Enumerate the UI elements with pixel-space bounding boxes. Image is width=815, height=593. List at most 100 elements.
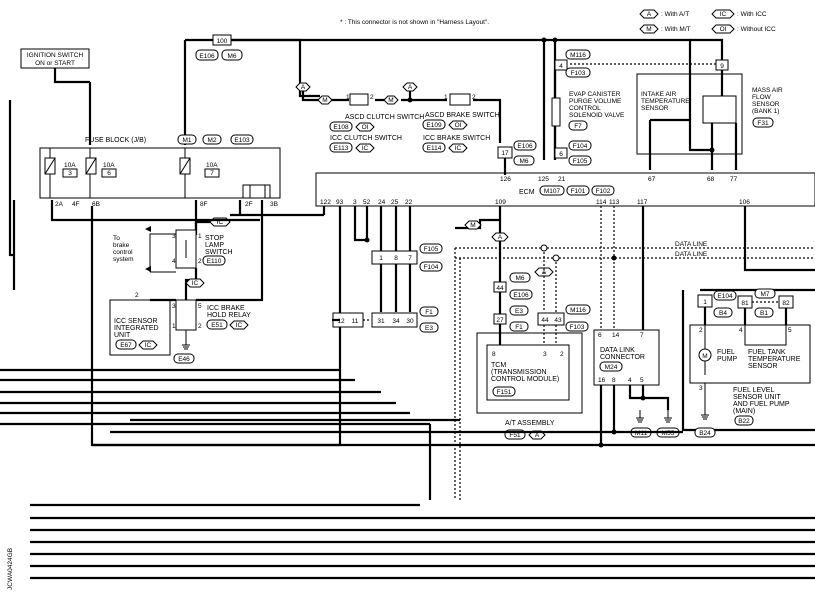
tcm-label-3: CONTROL MODULE) <box>491 376 559 383</box>
svg-text:7: 7 <box>210 170 214 177</box>
legend-code-oi: OI <box>720 26 727 33</box>
pin-fuel-1: 1 <box>703 299 707 306</box>
svg-text:IC: IC <box>145 342 152 349</box>
fuel-level-sensor-unit <box>689 324 811 384</box>
svg-text:6: 6 <box>598 332 602 339</box>
pin-44: 44 <box>496 285 504 292</box>
conn-e3: E3 <box>425 325 433 332</box>
evap-label-2: PURGE VOLUME <box>569 98 622 105</box>
maf-sensor-box <box>636 73 743 155</box>
maf-label-1: MASS AIR <box>752 87 783 94</box>
svg-text:2: 2 <box>135 292 139 299</box>
conn-m7: M7 <box>760 291 769 298</box>
conn-e51: E51 <box>211 322 223 329</box>
conn-m6-top: M6 <box>227 53 236 60</box>
svg-text:IC: IC <box>455 145 462 152</box>
conn-f105: F105 <box>424 246 439 253</box>
svg-text:3: 3 <box>68 170 72 177</box>
conn-f31: F31 <box>757 120 769 127</box>
legend-text-a: : With A/T <box>661 11 689 18</box>
pin-3: 3 <box>353 199 357 206</box>
fuse-7: 10A 7 <box>179 157 220 178</box>
pin-31: 31 <box>377 318 385 325</box>
fuel-label-9: (MAIN) <box>733 408 755 415</box>
asc-clutch-label: ASCD CLUTCH SWITCH <box>345 114 424 121</box>
svg-text:10A: 10A <box>206 162 218 169</box>
fuel-label-1: FUEL <box>717 349 735 356</box>
svg-text:3: 3 <box>172 233 176 240</box>
svg-text:A: A <box>301 84 306 91</box>
pin-8: 8 <box>394 255 398 262</box>
icc-clutch-label: ICC CLUTCH SWITCH <box>330 135 402 142</box>
brake-ctrl-1: To <box>113 235 120 242</box>
pin-67: 67 <box>648 176 656 183</box>
svg-text:2: 2 <box>472 94 476 101</box>
evap-label-3: CONTROL <box>569 105 601 112</box>
pin-106: 106 <box>739 199 750 206</box>
asc-clutch-switch <box>349 93 369 106</box>
evap-coil <box>551 97 561 127</box>
data-line-label-2: DATA LINE <box>675 251 708 258</box>
svg-text:2: 2 <box>370 94 374 101</box>
pin-25: 25 <box>391 199 399 206</box>
fuse-6: 10A 6 <box>85 157 117 178</box>
fuel-label-8: AND FUEL PUMP <box>733 401 790 408</box>
svg-text:A: A <box>408 84 413 91</box>
intake-label-1: INTAKE AIR <box>641 91 677 98</box>
svg-text:2: 2 <box>560 351 564 358</box>
pin-34: 34 <box>392 318 400 325</box>
maf-label-2: FLOW <box>752 94 772 101</box>
conn-b22: B22 <box>738 418 750 425</box>
asc-brake-label: ASCD BRAKE SWITCH <box>425 112 500 119</box>
asc-brake-switch <box>449 93 471 106</box>
conn-m1: M1 <box>182 137 191 144</box>
svg-text:4: 4 <box>628 377 632 384</box>
svg-text:5: 5 <box>198 303 202 310</box>
pin-125: 125 <box>538 176 549 183</box>
svg-text:A: A <box>498 234 503 241</box>
wire-ignition <box>53 68 90 84</box>
icc-sensor-label-2: INTEGRATED <box>114 325 159 332</box>
ignition-label-1: IGNITION SWITCH <box>27 52 84 59</box>
conn-m2: M2 <box>207 137 216 144</box>
pin-7: 7 <box>408 255 412 262</box>
at-assembly-box <box>476 332 583 414</box>
svg-text:14: 14 <box>612 332 620 339</box>
conn-e103: E103 <box>234 137 250 144</box>
legend-code-m: M <box>646 26 651 33</box>
svg-text:IC: IC <box>217 219 224 226</box>
pin-126: 126 <box>500 176 511 183</box>
pin-6: 6 <box>559 151 563 158</box>
legend-badge-a <box>639 9 659 19</box>
pin-11: 11 <box>352 318 359 325</box>
maf-label-4: (BANK 1) <box>752 108 779 115</box>
icc-relay-label-1: ICC BRAKE <box>207 305 245 312</box>
svg-text:1: 1 <box>444 94 448 101</box>
pin-30: 30 <box>406 318 414 325</box>
conn-f151: F151 <box>497 389 512 396</box>
conn-m24: M24 <box>605 364 618 371</box>
fuel-label-5: SENSOR <box>748 363 778 370</box>
pin-109: 109 <box>495 199 506 206</box>
fuse-pin-2a: 2A <box>55 201 64 208</box>
pin-68: 68 <box>707 176 715 183</box>
conn-f105-top: F105 <box>573 158 588 165</box>
fuel-label-6: FUEL LEVEL <box>733 387 774 394</box>
fuse-block-title: FUSE BLOCK (J/B) <box>85 137 146 144</box>
fuel-label-2: PUMP <box>717 356 738 363</box>
pin-22: 22 <box>405 199 413 206</box>
fuel-label-3: FUEL TANK <box>748 349 786 356</box>
fuel-label-4: TEMPERATURE <box>748 356 801 363</box>
conn-b4: B4 <box>719 310 727 317</box>
legend-code-a: A <box>647 11 652 18</box>
conn-f7: F7 <box>574 123 582 130</box>
stop-lamp-label-2: LAMP <box>205 242 224 249</box>
maf-label-3: SENSOR <box>752 101 780 108</box>
conn-f1-low: F1 <box>515 324 523 331</box>
conn-f51: F51 <box>509 432 521 439</box>
conn-e104: E104 <box>717 293 733 300</box>
pin-52: 52 <box>363 199 371 206</box>
conn-e114: E114 <box>427 145 442 152</box>
pin-44-b: 44 <box>541 317 549 324</box>
